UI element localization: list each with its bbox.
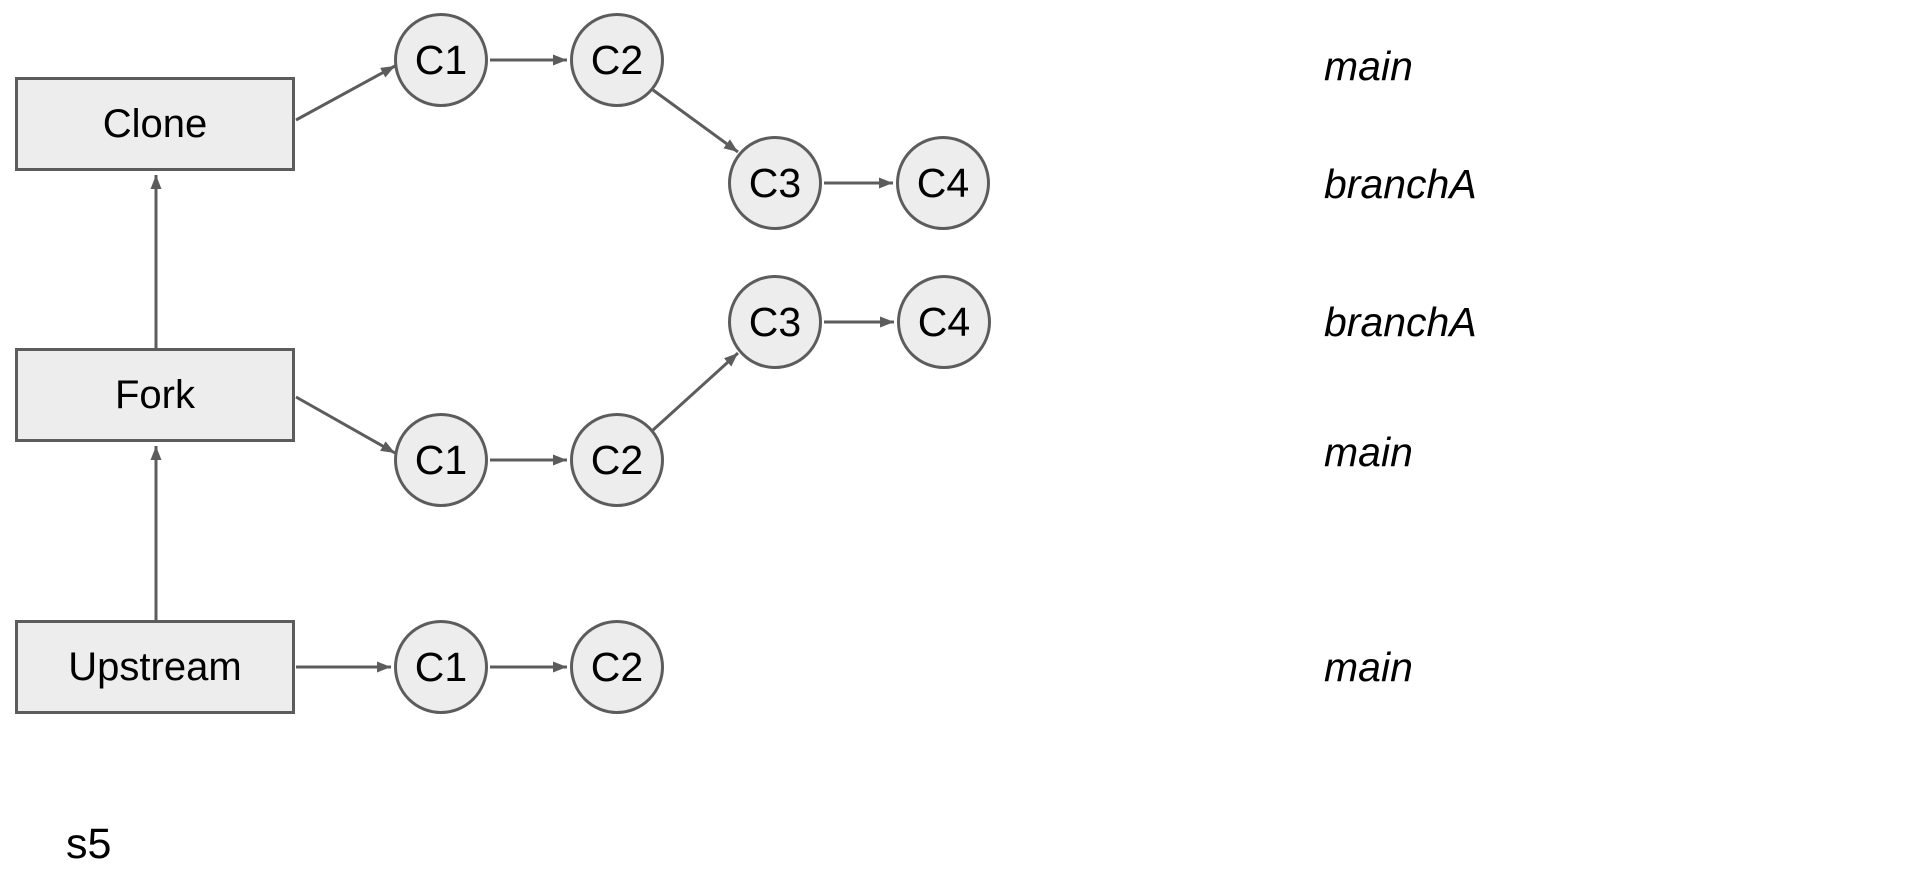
connector-arrow-clone-c2-to-c3: [652, 88, 739, 154]
connector-arrow-clone-to-c1: [295, 64, 396, 122]
repo-box-label: Fork: [115, 372, 195, 417]
commit-node-fork-c2: C2: [570, 413, 664, 507]
upstream-main-label: main: [1324, 643, 1413, 690]
clone-main-label: main: [1324, 42, 1413, 89]
commit-label: C2: [590, 436, 644, 483]
commit-node-clone-c3: C3: [728, 136, 822, 230]
commit-node-fork-c3: C3: [728, 275, 822, 369]
commit-node-upstream-c2: C2: [570, 620, 664, 714]
commit-label: C3: [748, 159, 802, 206]
commit-label: C4: [917, 298, 971, 345]
repo-box-label: Clone: [102, 101, 208, 146]
repo-box-upstream: Upstream: [15, 620, 295, 714]
commit-label: C3: [748, 298, 802, 345]
repo-box-clone: Clone: [15, 77, 295, 171]
clone-brancha-label: branchA: [1324, 160, 1477, 207]
connector-arrow-fork-to-c1: [295, 395, 396, 455]
fork-brancha-label: branchA: [1324, 298, 1477, 345]
commit-node-clone-c2: C2: [570, 13, 664, 107]
commit-node-fork-c4: C4: [897, 275, 991, 369]
commit-label: C4: [916, 159, 970, 206]
commit-label: C2: [590, 36, 644, 83]
repo-box-label: Upstream: [68, 644, 242, 689]
repo-box-fork: Fork: [15, 348, 295, 442]
commit-label: C2: [590, 643, 644, 690]
commit-node-fork-c1: C1: [394, 413, 488, 507]
commit-node-clone-c4: C4: [896, 136, 990, 230]
commit-node-upstream-c1: C1: [394, 620, 488, 714]
commit-node-clone-c1: C1: [394, 13, 488, 107]
commit-label: C1: [414, 436, 468, 483]
commit-label: C1: [414, 643, 468, 690]
fork-main-label: main: [1324, 428, 1413, 475]
connector-arrow-fork-c2-to-c3: [651, 351, 740, 432]
commit-label: C1: [414, 36, 468, 83]
slide-number-label: s5: [66, 820, 112, 868]
